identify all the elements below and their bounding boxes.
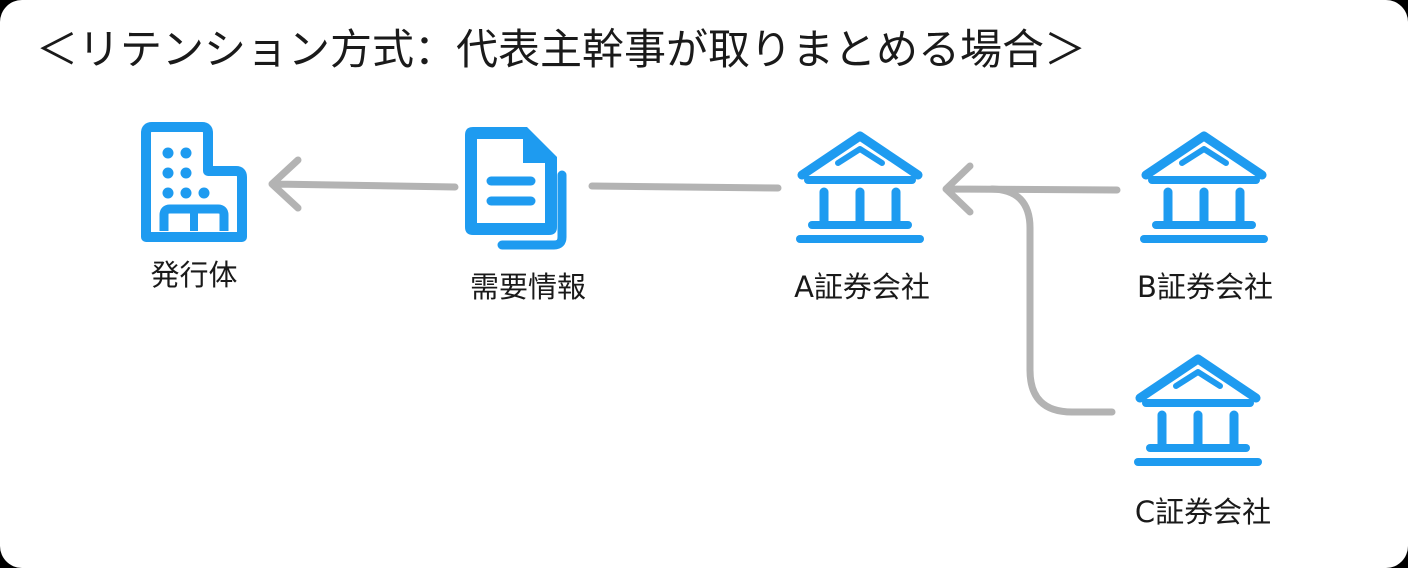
diagram-title: ＜リテンション方式：代表主幹事が取りまとめる場合＞ xyxy=(36,25,1087,74)
bank-icon xyxy=(1140,131,1268,243)
building-icon xyxy=(141,122,247,242)
connector-firm-a-to-demand xyxy=(588,182,782,192)
firm-a-label: A証券会社 xyxy=(794,270,930,304)
demand-info-label: 需要情報 xyxy=(469,270,587,304)
firm-b-label: B証券会社 xyxy=(1137,270,1273,304)
arrow-firm-c-to-firm-a xyxy=(988,185,1116,416)
bank-icon xyxy=(796,131,924,243)
firm-c-label: C証券会社 xyxy=(1134,495,1272,529)
arrow-firm-b-to-firm-a xyxy=(942,162,1121,216)
document-icon xyxy=(465,127,567,250)
bank-icon xyxy=(1134,354,1262,466)
issuer-label: 発行体 xyxy=(150,258,238,292)
arrow-demand-to-issuer xyxy=(268,156,459,212)
